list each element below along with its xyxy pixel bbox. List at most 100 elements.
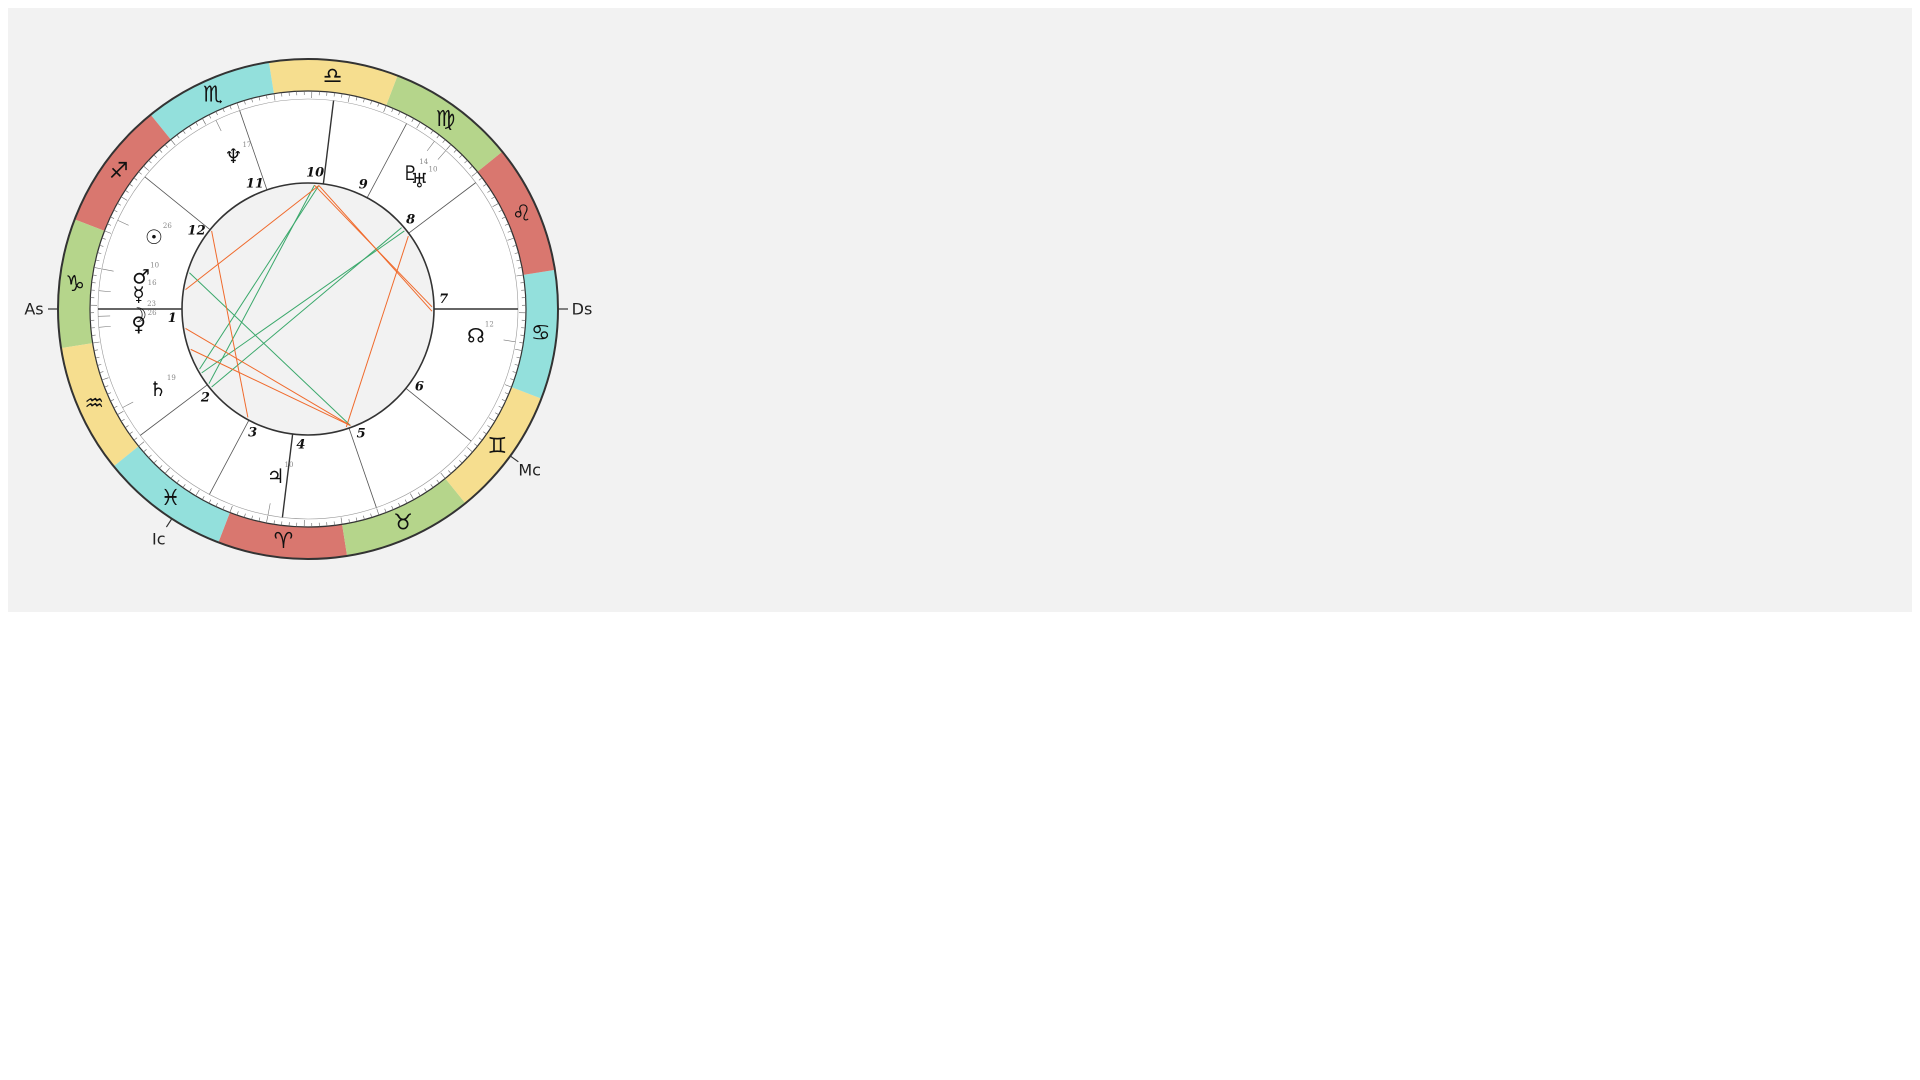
aspect-line-harmonious xyxy=(189,272,351,426)
sagittarius-sign-icon: ♐ xyxy=(109,159,129,184)
degree-tick xyxy=(258,517,261,522)
house-number-11: 11 xyxy=(246,176,264,191)
mercury-icon: ☿ xyxy=(133,282,145,306)
axis-marker-ic xyxy=(165,518,173,528)
sign-segment-sagittarius xyxy=(74,114,171,231)
axis-label-mc: Mc xyxy=(518,461,541,480)
degree-tick xyxy=(487,190,491,193)
degree-tick xyxy=(507,230,512,233)
degree-tick xyxy=(514,252,519,254)
aspect-line-tense xyxy=(185,327,351,426)
degree-tick xyxy=(448,470,452,474)
degree-tick xyxy=(483,183,487,187)
house-cusp-line xyxy=(408,182,476,234)
degree-tick xyxy=(129,183,133,187)
degree-tick xyxy=(464,160,468,164)
degree-tick xyxy=(504,384,512,388)
degree-tick xyxy=(446,144,452,150)
sign-segment-taurus xyxy=(342,478,466,556)
degree-tick xyxy=(266,516,269,524)
house-number-3: 3 xyxy=(248,426,257,441)
degree-tick xyxy=(229,505,233,513)
degree-tick xyxy=(202,118,206,125)
degree-tick xyxy=(125,190,129,193)
degree-tick xyxy=(370,513,373,518)
degree-tick xyxy=(430,484,434,488)
house-number-8: 8 xyxy=(406,212,415,227)
axis-marker-mc xyxy=(509,455,519,463)
sign-segment-aquarius xyxy=(61,343,139,467)
moon-degree: 23 xyxy=(147,300,156,308)
saturn-icon: ♄ xyxy=(149,377,167,401)
aquarius-sign-icon: ♒ xyxy=(84,392,104,417)
degree-tick xyxy=(143,165,149,171)
degree-tick xyxy=(348,519,350,524)
aries-sign-icon: ♈ xyxy=(274,529,294,554)
degree-tick xyxy=(440,472,446,479)
uranus-icon: ♅ xyxy=(411,169,429,193)
degree-tick xyxy=(153,154,157,158)
sun-degree: 26 xyxy=(163,222,172,230)
degree-tick xyxy=(453,149,457,153)
degree-tick xyxy=(273,93,276,101)
degree-tick xyxy=(170,139,176,146)
capricorn-sign-icon: ♑ xyxy=(65,272,85,297)
mars-degree: 10 xyxy=(150,262,159,270)
degree-tick xyxy=(510,378,515,381)
degree-tick xyxy=(138,441,145,447)
degree-tick xyxy=(341,93,343,98)
sign-segment-aries xyxy=(218,512,348,559)
sign-segment-virgo xyxy=(386,75,503,172)
degree-tick xyxy=(99,371,104,374)
degree-tick xyxy=(442,139,446,143)
degree-tick xyxy=(391,108,394,113)
virgo-sign-icon: ♍ xyxy=(436,107,456,132)
degree-tick xyxy=(436,134,440,139)
degree-tick xyxy=(95,259,100,262)
house-cusp-line xyxy=(366,123,407,198)
degree-tick xyxy=(104,385,109,388)
degree-tick xyxy=(507,237,515,241)
house-number-2: 2 xyxy=(200,391,210,406)
degree-tick xyxy=(471,171,478,177)
degree-tick xyxy=(501,399,506,402)
degree-tick xyxy=(487,425,491,428)
degree-tick xyxy=(363,515,365,520)
degree-tick xyxy=(474,443,478,447)
degree-tick xyxy=(464,454,468,458)
degree-tick xyxy=(133,177,138,181)
pisces-sign-icon: ♓ xyxy=(161,486,181,511)
pluto-pointer xyxy=(426,141,435,152)
saturn-pointer xyxy=(122,401,134,408)
degree-tick xyxy=(92,341,100,344)
degree-tick xyxy=(411,118,414,122)
degree-tick xyxy=(95,356,100,359)
degree-tick xyxy=(120,196,128,201)
aspect-line-harmonious xyxy=(199,185,320,370)
aspect-line-tense xyxy=(190,348,351,426)
house-cusp-line xyxy=(405,387,472,442)
degree-tick xyxy=(453,465,457,469)
taurus-sign-icon: ♉ xyxy=(393,510,413,535)
house-number-10: 10 xyxy=(306,166,324,181)
house-cusp-line xyxy=(144,176,211,231)
degree-tick xyxy=(398,111,401,116)
degree-tick xyxy=(488,417,496,422)
house-number-6: 6 xyxy=(415,380,424,395)
degree-tick xyxy=(273,520,275,525)
house-cusp-line xyxy=(140,384,208,436)
degree-tick xyxy=(110,399,115,402)
degree-tick xyxy=(113,405,118,409)
aspect-line-tense xyxy=(345,235,409,428)
house-number-12: 12 xyxy=(188,223,206,238)
jupiter-pointer xyxy=(267,503,271,516)
cancer-sign-icon: ♋ xyxy=(531,321,551,346)
house-cusp-line xyxy=(209,420,250,495)
aspect-line-tense xyxy=(211,230,249,418)
degree-tick xyxy=(495,412,499,415)
degree-tick xyxy=(148,160,152,164)
node-pointer xyxy=(503,339,516,343)
